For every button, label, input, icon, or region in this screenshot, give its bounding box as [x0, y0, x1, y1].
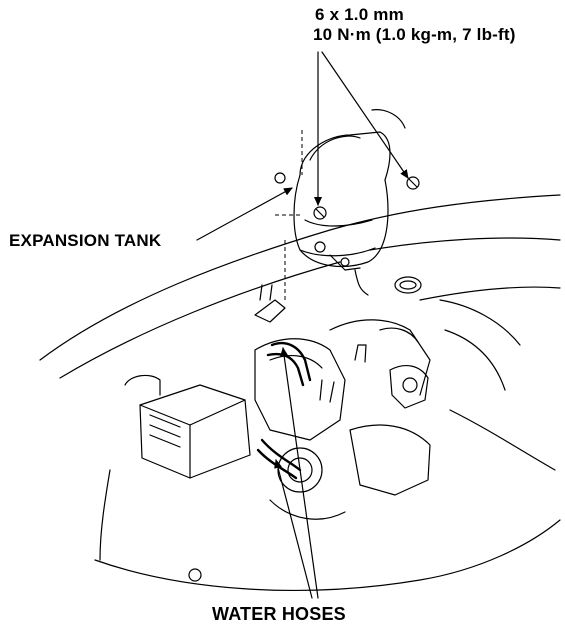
engine-components: [254, 299, 521, 520]
radiator-cap: [394, 276, 422, 294]
bolt-left: [274, 172, 286, 184]
bolt-right: [406, 176, 420, 190]
battery-box: [124, 374, 251, 582]
water-hose-upper: [266, 341, 312, 387]
bolt-size-label: 6 x 1.0 mm: [315, 5, 404, 24]
expansion-tank-leader: [196, 187, 293, 241]
water-hoses-label: WATER HOSES: [212, 604, 346, 624]
water-hoses-leaders: [274, 347, 319, 599]
expansion-tank-label: EXPANSION TANK: [9, 231, 162, 250]
bolt-center: [313, 206, 327, 220]
engine-bay-outline: [39, 194, 561, 591]
expansion-tank: [293, 109, 406, 296]
bolt-spec-leaders: [314, 51, 409, 206]
tank-bracket: [254, 130, 303, 323]
bolt-torque-label: 10 N·m (1.0 kg-m, 7 lb-ft): [313, 25, 516, 44]
